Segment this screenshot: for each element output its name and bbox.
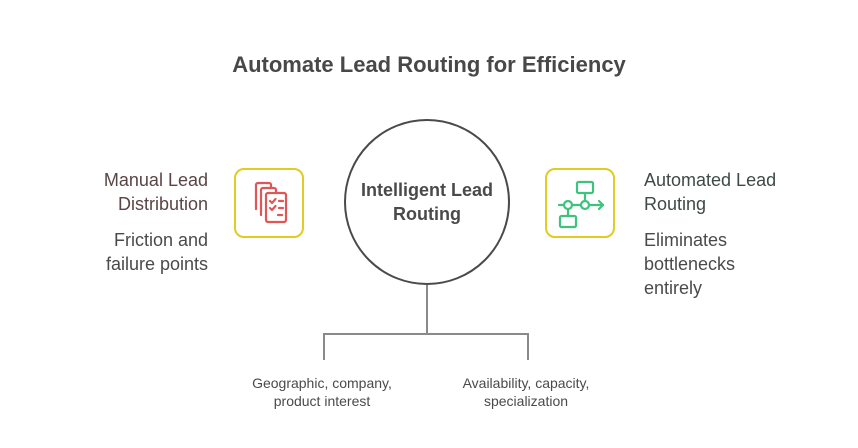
workflow-flow-icon [557,180,605,229]
branch-line: specialization [483,393,569,409]
diagram-title: Automate Lead Routing for Efficiency [232,52,626,77]
label-line: Routing [393,204,461,224]
checklist-documents-icon [254,181,288,224]
desc-line: Eliminates [644,230,728,250]
automated-routing-description: Eliminates bottlenecks entirely [644,228,776,300]
heading-line: Manual Lead [103,170,208,190]
heading-line: Routing [644,194,707,214]
desc-line: bottlenecks [644,254,736,274]
intelligent-routing-label: Intelligent Lead Routing [361,178,493,226]
automated-icon-box [545,168,615,238]
label-line: Intelligent Lead [360,180,493,200]
intelligent-routing-node: Intelligent Lead Routing [344,119,510,285]
manual-distribution-block: Manual Lead Distribution Friction and fa… [104,168,208,276]
manual-distribution-description: Friction and failure points [104,228,208,276]
branch-line: product interest [273,393,371,409]
automated-routing-block: Automated Lead Routing Eliminates bottle… [644,168,776,300]
automated-routing-heading: Automated Lead Routing [644,168,776,216]
heading-line: Distribution [117,194,208,214]
branch-line: Geographic, company, [252,375,392,391]
manual-icon-box [234,168,304,238]
desc-line: Friction and [113,230,208,250]
manual-distribution-heading: Manual Lead Distribution [104,168,208,216]
branch-line: Availability, capacity, [462,375,590,391]
desc-line: entirely [644,278,703,298]
branch-criteria-rep: Availability, capacity, specialization [426,374,626,410]
heading-line: Automated Lead [644,170,777,190]
branch-criteria-lead: Geographic, company, product interest [222,374,422,410]
desc-line: failure points [105,254,208,274]
